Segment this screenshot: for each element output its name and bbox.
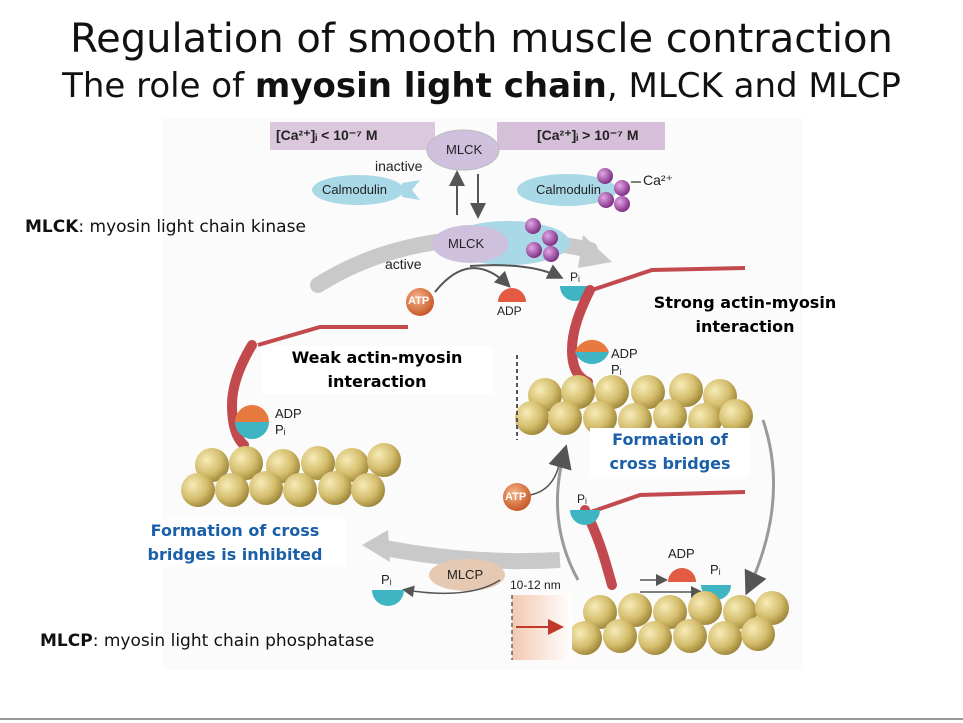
pi-label-weak: Pᵢ	[275, 422, 286, 437]
formation-line-1: Formation of	[612, 430, 728, 449]
pi-label-bottom: Pᵢ	[710, 562, 721, 577]
mlcp-enzyme	[429, 559, 505, 591]
calmodulin-right-label: Calmodulin	[536, 182, 602, 197]
mlck-text: : myosin light chain kinase	[78, 217, 306, 237]
slide-title: Regulation of smooth muscle contraction	[70, 16, 893, 62]
atp-molecule-bottom	[503, 483, 531, 511]
pi-released-mlcp	[372, 590, 404, 606]
distance-label: 10-12 nm	[510, 578, 561, 592]
inhibited-line-1: Formation of cross	[150, 521, 320, 540]
atp-label-top: ATP	[408, 295, 430, 307]
actin-filament-top-right	[515, 373, 753, 437]
weak-line-2: interaction	[327, 372, 427, 391]
calmodulin-left	[312, 175, 404, 205]
strong-line-2: interaction	[695, 317, 795, 336]
pi-label-bottom-attached: Pᵢ	[577, 492, 587, 506]
subtitle-bold: myosin light chain	[254, 66, 607, 106]
mlck-abbr: MLCK	[25, 217, 79, 237]
active-label: active	[385, 256, 422, 272]
mlcp-abbr: MLCP	[40, 631, 93, 651]
adp-label-bottom: ADP	[668, 546, 695, 561]
atp-molecule-top	[406, 288, 434, 316]
adp-molecule-top	[498, 288, 526, 302]
inhibited-line-2: bridges is inhibited	[147, 545, 323, 564]
bottom-divider	[0, 718, 963, 720]
mlck-definition: MLCK: myosin light chain kinase	[25, 217, 306, 237]
mlcp-definition: MLCP: myosin light chain phosphatase	[40, 631, 374, 651]
formation-line-2: cross bridges	[609, 454, 731, 473]
mlcp-text: : myosin light chain phosphatase	[92, 631, 375, 651]
mlck-active	[432, 225, 508, 263]
ca-ion-label: Ca²⁺	[643, 172, 673, 188]
calmodulin-right	[517, 174, 617, 206]
calmodulin-left-label: Calmodulin	[322, 182, 388, 197]
adp-label-strong: ADP	[611, 346, 638, 361]
ca-high-bar	[497, 122, 665, 150]
formation-label: Formation of cross bridges	[590, 428, 750, 476]
actin-filament-bottom	[568, 591, 789, 655]
strong-interaction-label: Strong actin-myosin interaction	[620, 291, 870, 339]
subtitle-post: , MLCK and MLCP	[606, 66, 901, 106]
ca-high-label: [Ca²⁺]ᵢ > 10⁻⁷ M	[537, 127, 639, 143]
inactive-label: inactive	[375, 158, 423, 174]
mlck-inactive-label: MLCK	[446, 142, 483, 157]
slide-subtitle: The role of myosin light chain, MLCK and…	[0, 66, 963, 106]
ca-low-label: [Ca²⁺]ᵢ < 10⁻⁷ M	[276, 127, 378, 143]
strong-line-1: Strong actin-myosin	[653, 293, 837, 312]
adp-bottom	[668, 568, 696, 582]
subtitle-pre: The role of	[62, 66, 255, 106]
pi-bottom-attached	[570, 510, 600, 525]
mlck-active-label: MLCK	[448, 236, 485, 251]
mlcp-label: MLCP	[447, 567, 484, 582]
pi-label-strong: Pᵢ	[611, 362, 622, 377]
adp-label-weak: ADP	[275, 406, 302, 421]
pi-label-top: Pᵢ	[570, 270, 580, 284]
weak-line-1: Weak actin-myosin	[291, 348, 463, 367]
actin-filament-left	[181, 443, 401, 507]
weak-interaction-label: Weak actin-myosin interaction	[262, 346, 492, 394]
pi-label-mlcp: Pᵢ	[381, 572, 392, 587]
ca-low-bar	[270, 122, 435, 150]
inhibited-label: Formation of cross bridges is inhibited	[125, 519, 345, 567]
atp-label-bottom: ATP	[505, 491, 527, 503]
adp-label-top: ADP	[497, 304, 522, 318]
